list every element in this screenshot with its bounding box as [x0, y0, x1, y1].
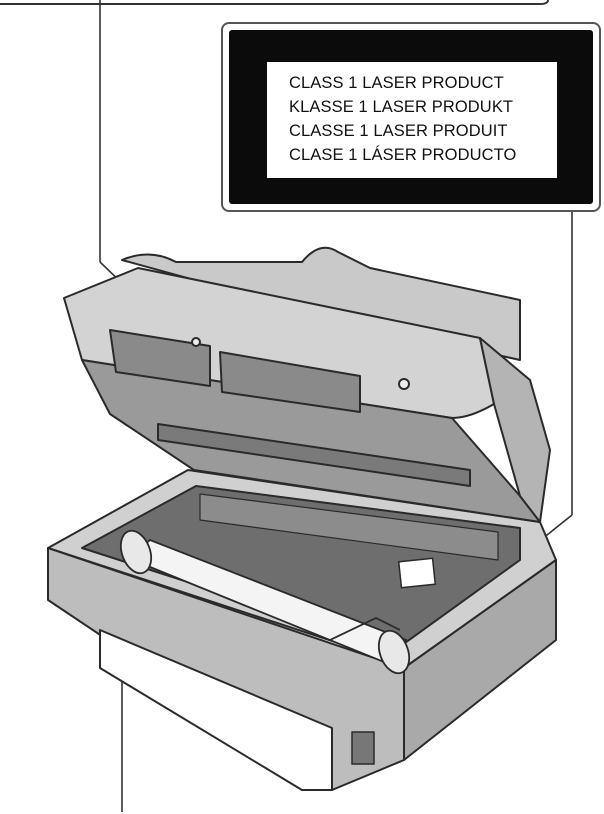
label-line-spanish: CLASE 1 LÁSER PRODUCTO — [289, 146, 517, 164]
laser-warning-label-border: CLASS 1 LASER PRODUCT KLASSE 1 LASER PRO… — [229, 30, 593, 204]
base-right-face — [403, 559, 557, 761]
printer-base — [47, 469, 557, 791]
toner-cartridge — [119, 529, 411, 675]
top-callout-frame — [0, 0, 549, 5]
lid-roller — [157, 423, 471, 487]
scanner-lid — [63, 246, 551, 523]
base-handle-slot — [351, 731, 375, 765]
label-line-english: CLASS 1 LASER PRODUCT — [289, 74, 504, 92]
laser-warning-label: CLASS 1 LASER PRODUCT KLASSE 1 LASER PRO… — [221, 22, 601, 212]
label-line-german: KLASSE 1 LASER PRODUKT — [289, 98, 514, 116]
base-foot-cutout — [99, 629, 333, 791]
lid-right-side — [479, 337, 551, 523]
label-line-french: CLASSE 1 LASER PRODUIT — [289, 122, 508, 140]
internal-laser-label — [397, 557, 437, 589]
laser-warning-label-text-panel: CLASS 1 LASER PRODUCT KLASSE 1 LASER PRO… — [267, 62, 557, 178]
